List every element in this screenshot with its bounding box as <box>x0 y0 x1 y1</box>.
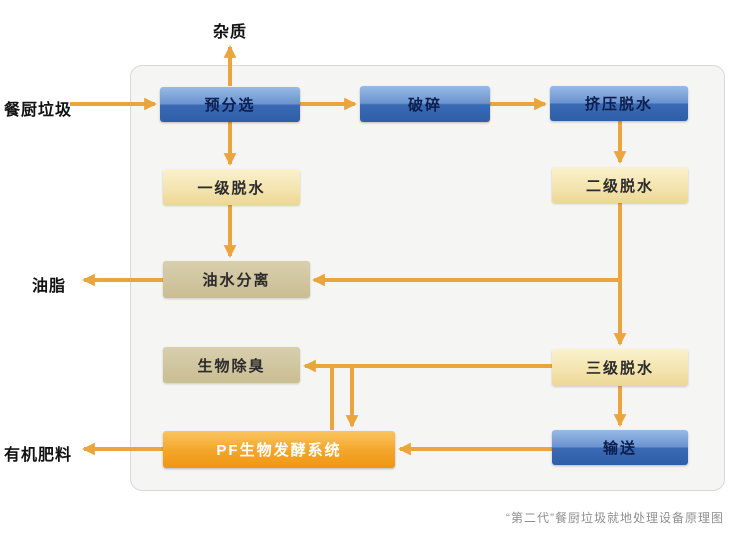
label-kitchen-waste: 餐厨垃圾 <box>4 102 73 119</box>
label-impurities: 杂质 <box>212 24 247 41</box>
label-grease: 油脂 <box>32 278 67 295</box>
node-crush: 破碎 <box>360 86 490 122</box>
node-squeeze-dewater: 挤压脱水 <box>550 86 688 121</box>
diagram-caption: “第二代”餐厨垃圾就地处理设备原理图 <box>506 511 724 525</box>
node-dewater2: 二级脱水 <box>552 167 688 203</box>
node-presort: 预分选 <box>160 87 300 122</box>
label-organic-fertilizer: 有机肥料 <box>4 447 73 464</box>
node-convey: 输送 <box>552 430 688 465</box>
node-dewater3: 三级脱水 <box>552 349 688 386</box>
node-oil-water-separation: 油水分离 <box>163 261 310 298</box>
node-bio-deodorization: 生物除臭 <box>163 347 300 383</box>
node-pf-fermentation: PF生物发酵系统 <box>163 431 395 468</box>
node-dewater1: 一级脱水 <box>163 169 300 205</box>
